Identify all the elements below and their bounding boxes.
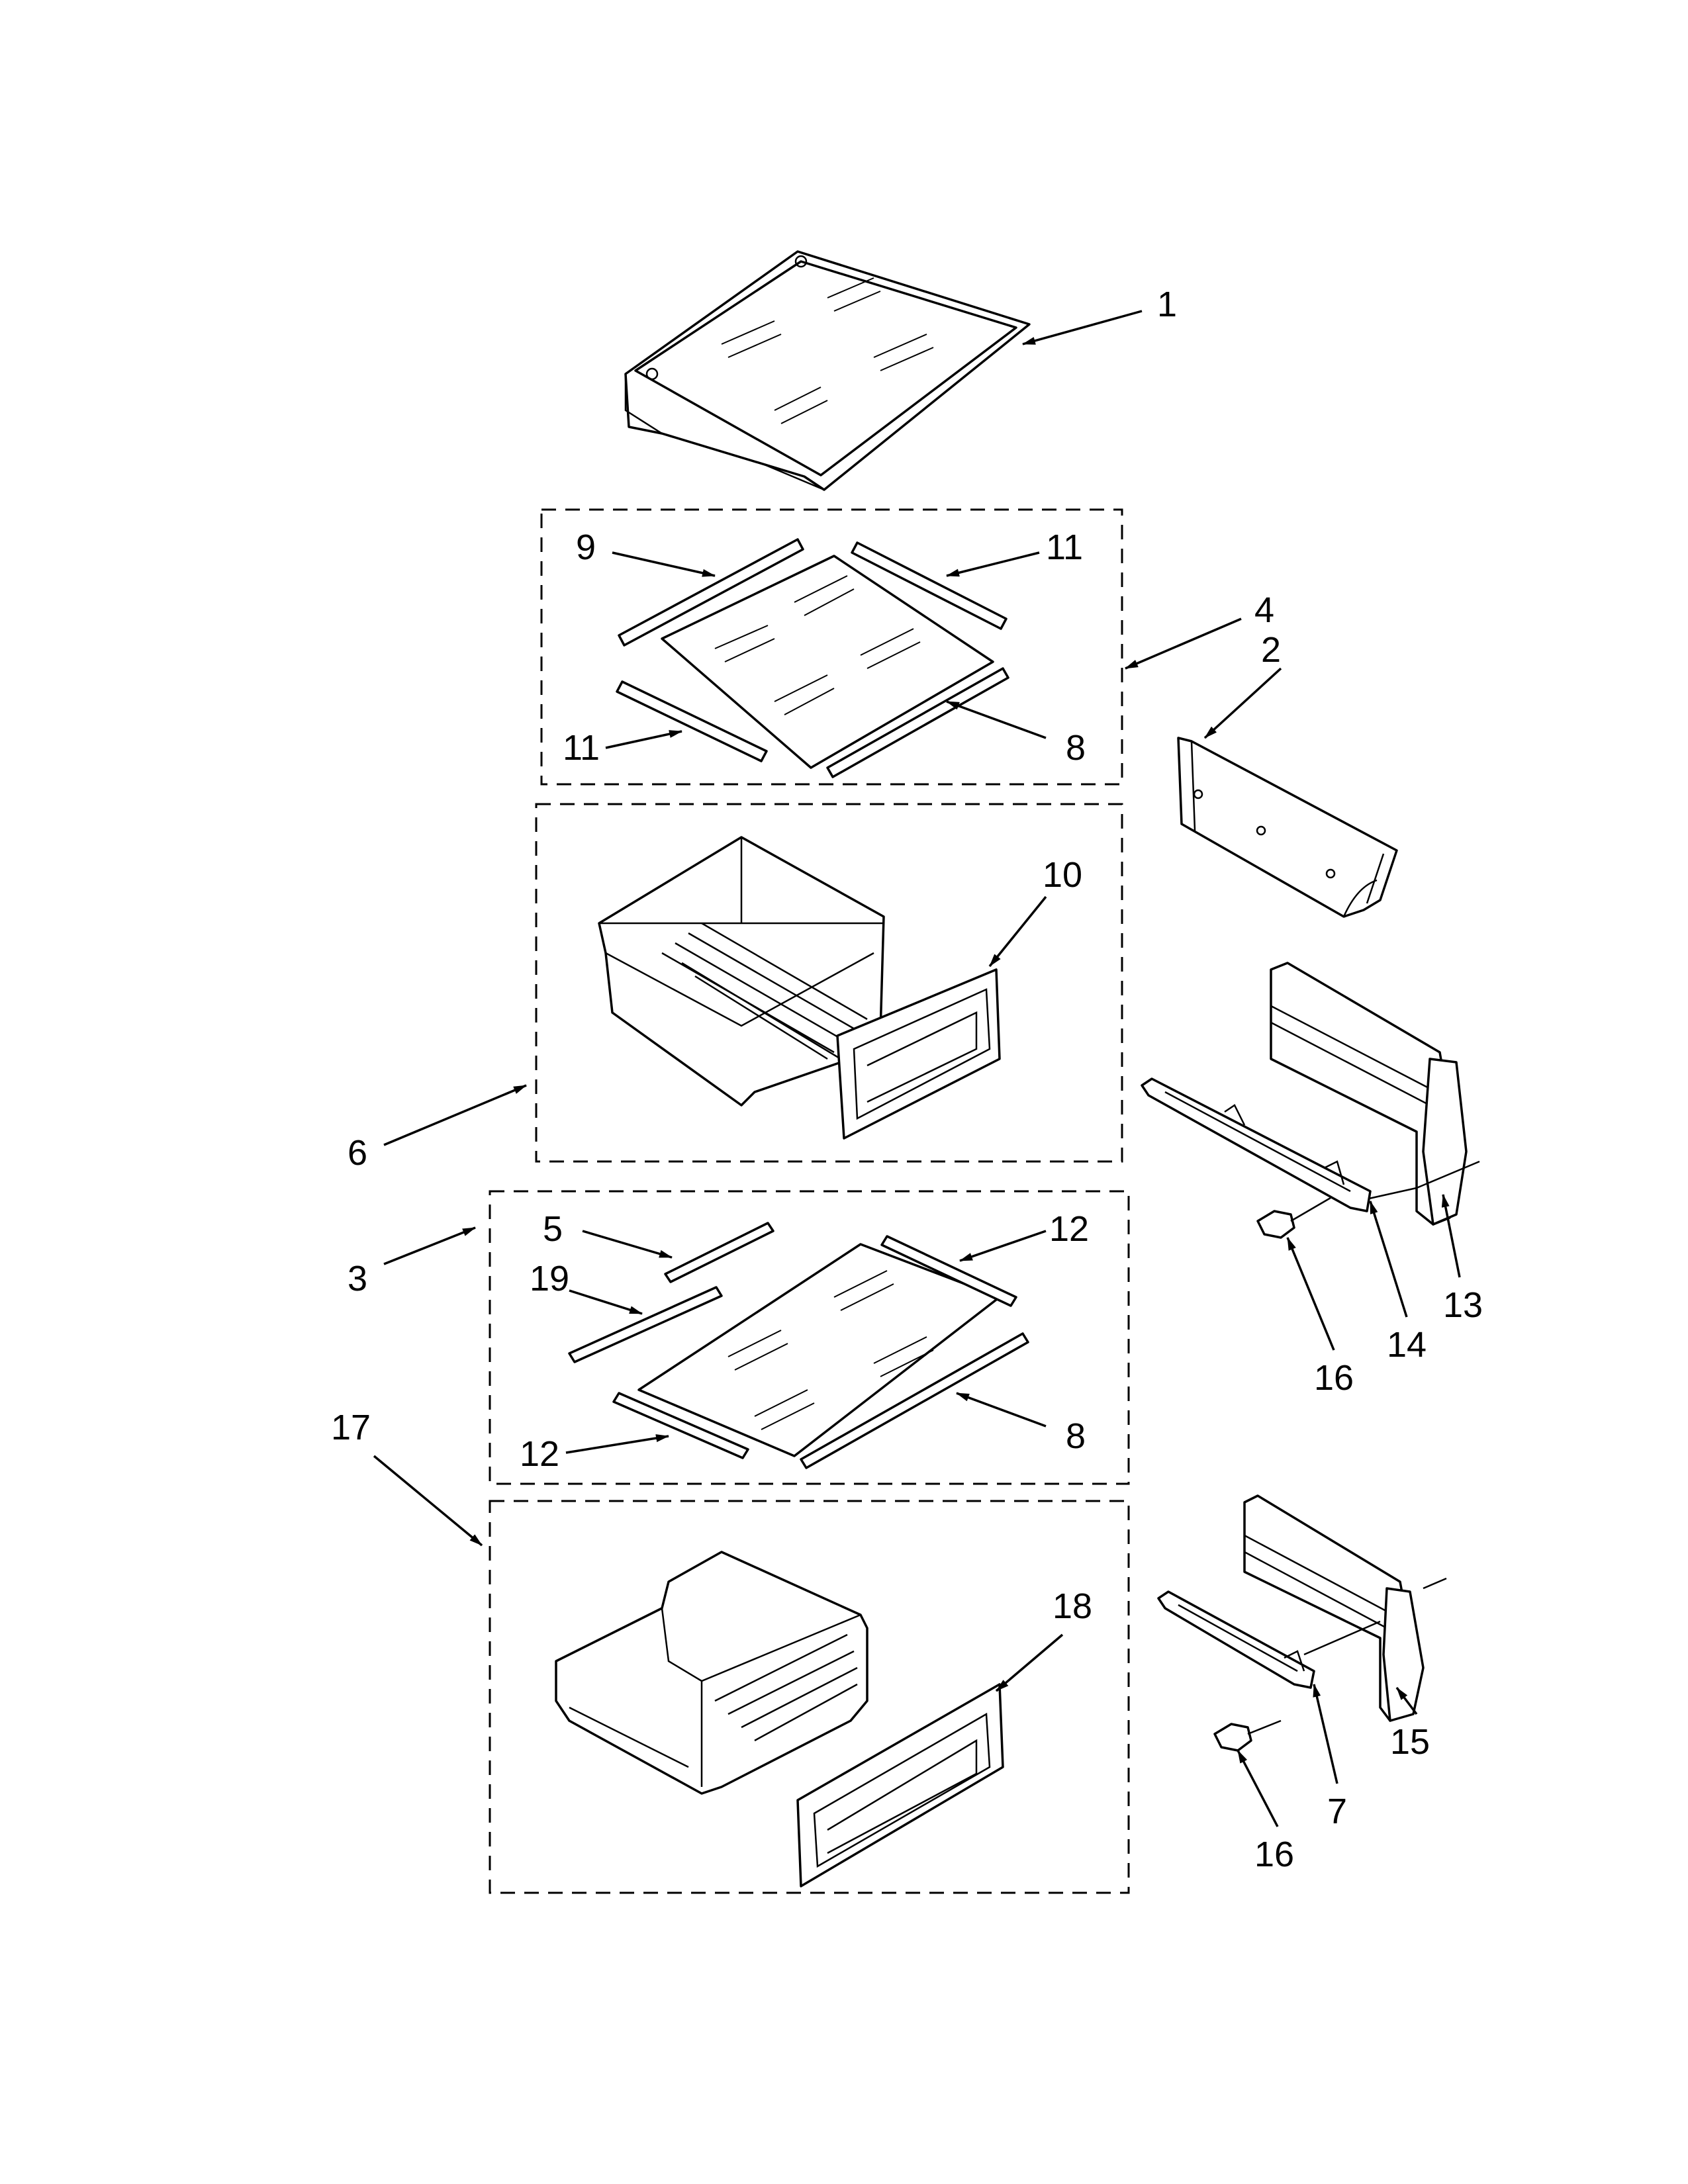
deli-drawer-box (489, 1500, 1130, 1894)
callout-11-left: 11 (563, 728, 600, 768)
callout-4: 4 (1254, 590, 1274, 630)
callout-11-right: 11 (1046, 527, 1083, 567)
callout-17: 17 (331, 1408, 371, 1447)
callout-9: 9 (576, 527, 596, 567)
callout-16-lower: 16 (1254, 1835, 1294, 1874)
callout-12-left: 12 (520, 1434, 559, 1474)
callout-14: 14 (1387, 1325, 1427, 1365)
crisper-drawer-box (535, 803, 1123, 1163)
callout-3: 3 (348, 1259, 367, 1298)
callout-5: 5 (543, 1209, 563, 1249)
callout-1: 1 (1157, 285, 1177, 324)
callout-19: 19 (530, 1259, 569, 1298)
crisper-drawer-assembly (598, 836, 1001, 1140)
callout-labels: 1 2 3 4 5 6 7 8 8 9 10 11 11 12 12 13 14… (331, 285, 1483, 1874)
upper-drawer-slide-set (1141, 962, 1480, 1239)
top-shelf-assembly (624, 250, 1031, 491)
callout-15: 15 (1390, 1722, 1430, 1762)
leader-lines (373, 310, 1461, 1827)
upper-glass-shelf-kit (616, 538, 1009, 778)
callout-16-upper: 16 (1314, 1358, 1354, 1398)
lower-drawer-slide-set (1157, 1494, 1447, 1752)
callout-8-lower: 8 (1066, 1416, 1086, 1456)
lower-glass-shelf-kit (568, 1222, 1029, 1469)
shelf-kit-box-lower (489, 1190, 1130, 1485)
deli-drawer-assembly (555, 1551, 1004, 1888)
callout-10: 10 (1043, 855, 1082, 895)
rail-guide (1177, 737, 1398, 918)
callout-7: 7 (1327, 1792, 1347, 1831)
callout-13: 13 (1443, 1285, 1483, 1325)
shelf-kit-box-upper (540, 508, 1123, 786)
callout-6: 6 (348, 1133, 367, 1173)
callout-18: 18 (1053, 1586, 1092, 1626)
callout-8-upper: 8 (1066, 728, 1086, 768)
callout-12-right: 12 (1049, 1209, 1089, 1249)
callout-2: 2 (1261, 630, 1281, 670)
